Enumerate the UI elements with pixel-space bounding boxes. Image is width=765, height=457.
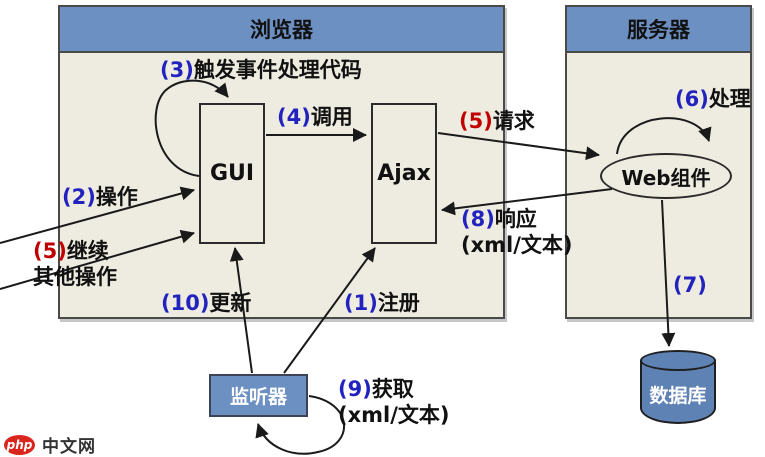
step10-number: (10): [161, 291, 210, 315]
gui-node: GUI: [199, 103, 265, 244]
step4-number: (4): [277, 105, 311, 129]
step3-number: (3): [160, 58, 194, 82]
step5-request-text: 请求: [492, 109, 535, 133]
label-step7-query: (7): [673, 272, 707, 298]
step6-text: 处理: [708, 87, 751, 111]
label-step8-response: (8)响应 (xml/文本): [461, 206, 573, 258]
label-step5-request: (5)请求: [459, 108, 535, 134]
step9-number: (9): [338, 377, 372, 401]
label-step2-operate: (2)操作: [62, 184, 138, 210]
database-cylinder: 数据库: [640, 350, 716, 426]
label-step6-process: (6)处理: [675, 86, 751, 112]
ajax-node-label: Ajax: [377, 161, 431, 186]
web-component-label: Web组件: [621, 165, 711, 190]
php-logo-text: php: [6, 437, 33, 452]
step9-line2: (xml/文本): [338, 403, 450, 427]
label-step5-continue: (5)继续 其他操作: [33, 238, 117, 290]
step3-text: 触发事件处理代码: [193, 58, 362, 82]
step8-number: (8): [461, 207, 495, 231]
step10-text: 更新: [209, 291, 252, 315]
gui-node-label: GUI: [209, 161, 255, 186]
web-component-node: Web组件: [600, 153, 732, 199]
database-label: 数据库: [649, 385, 707, 407]
label-step3-trigger: (3)触发事件处理代码: [160, 57, 362, 83]
step5-request-number: (5): [459, 109, 493, 133]
step5-continue-number: (5): [33, 239, 67, 263]
server-title: 服务器: [627, 18, 690, 42]
step5-continue-line2: 其他操作: [33, 265, 117, 289]
step2-number: (2): [62, 185, 96, 209]
ajax-node: Ajax: [371, 103, 437, 244]
step8-text: 响应: [494, 207, 537, 231]
browser-title: 浏览器: [250, 18, 313, 42]
step9-line1: (9)获取: [338, 376, 450, 402]
step1-number: (1): [344, 291, 378, 315]
listener-node: 监听器: [209, 374, 308, 417]
server-header: 服务器: [567, 7, 750, 53]
listener-label: 监听器: [229, 386, 287, 408]
step5-continue-line1: (5)继续: [33, 238, 117, 264]
database-cylinder-top: [640, 350, 716, 371]
site-name: 中文网: [42, 437, 96, 457]
step2-text: 操作: [95, 185, 138, 209]
step8-line2: (xml/文本): [461, 233, 573, 257]
php-cn-watermark: php 中文网: [4, 432, 96, 457]
step7-number: (7): [673, 273, 707, 297]
step6-number: (6): [675, 87, 709, 111]
step4-text: 调用: [310, 105, 353, 129]
step9-text: 获取: [371, 377, 414, 401]
server-container: 服务器: [565, 5, 752, 319]
step8-line1: (8)响应: [461, 206, 573, 232]
step5-continue-text: 继续: [66, 239, 109, 263]
php-logo-icon: php: [4, 434, 35, 455]
step1-text: 注册: [377, 291, 420, 315]
label-step1-register: (1)注册: [344, 290, 420, 316]
label-step4-call: (4)调用: [277, 104, 353, 130]
browser-container: 浏览器: [58, 5, 505, 319]
label-step10-update: (10)更新: [161, 290, 251, 316]
label-step9-fetch: (9)获取 (xml/文本): [338, 376, 450, 428]
browser-header: 浏览器: [60, 7, 503, 53]
